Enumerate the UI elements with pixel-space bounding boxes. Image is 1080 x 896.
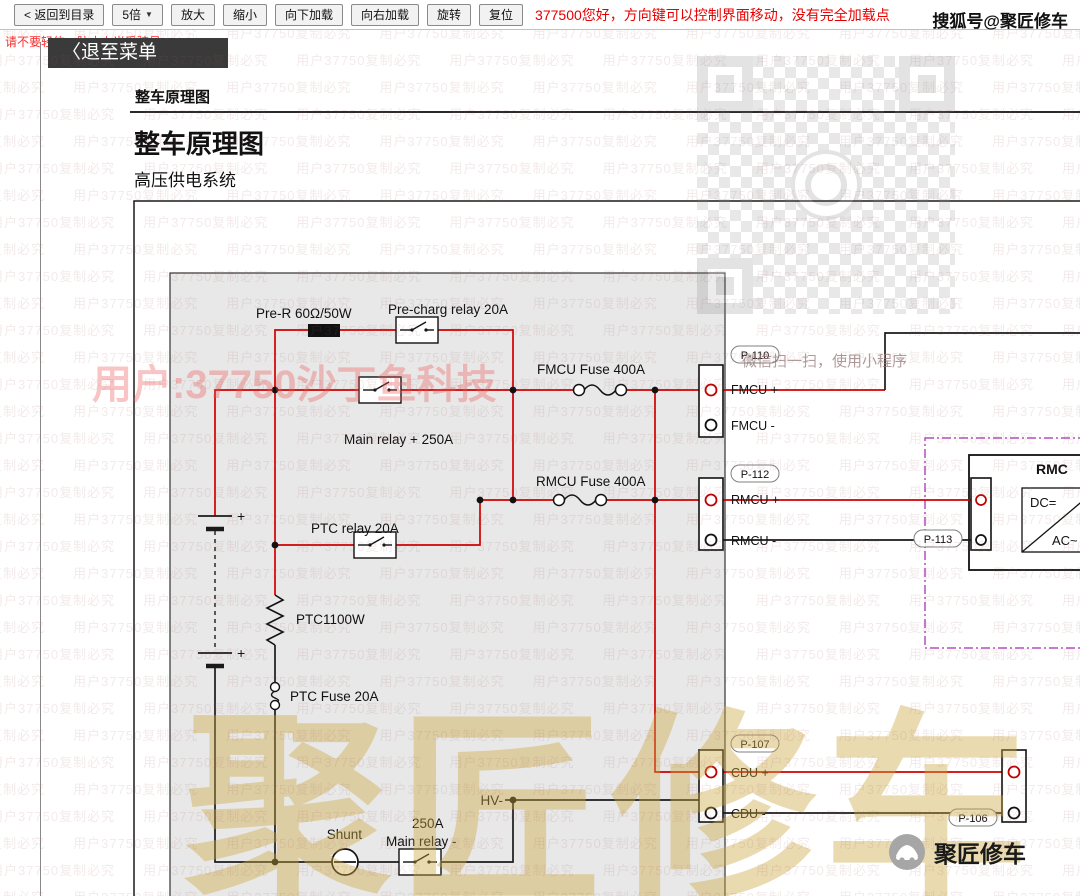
connector-p106 (1001, 749, 1027, 823)
label-relay250-amps: 250A (412, 816, 444, 831)
label-ptc-heater: PTC1100W (296, 612, 365, 627)
shunt-symbol (331, 848, 359, 876)
label-rmcu-fuse: RMCU Fuse 400A (536, 474, 646, 489)
zoom-in-button[interactable]: 放大 (170, 3, 215, 26)
fmcu-fuse-symbol (572, 382, 628, 398)
qr-finder-icon (697, 56, 753, 112)
brand-logo-icon (889, 834, 925, 870)
load-right-button[interactable]: 向右加载 (351, 3, 420, 26)
pill-p113: P-113 (924, 534, 953, 546)
toolbar: < 返回到目录 5倍 ▼ 放大 缩小 向下加载 向右加载 旋转 复位 37750… (0, 0, 1080, 30)
ac-label: AC~ (1052, 533, 1078, 548)
battery-pack-panel (169, 272, 726, 896)
main-relay-minus-symbol (398, 848, 442, 876)
ptc-fuse-symbol (269, 681, 281, 711)
label-rmcu-minus: RMCU - (731, 534, 776, 548)
chevron-down-icon: ▼ (145, 10, 153, 19)
qr-finder-icon (899, 56, 955, 112)
pill-p107: P-107 (740, 739, 769, 751)
label-fmcu-fuse: FMCU Fuse 400A (537, 362, 645, 377)
rmc-inverter-box: RMC DC= AC~ (968, 454, 1080, 571)
junction-dots (271, 386, 659, 866)
label-cdu-plus: CDU + (731, 766, 769, 780)
pre-resistor-symbol (308, 324, 340, 337)
hv-power-schematic: RMC DC= AC~ (133, 200, 1080, 896)
brand-logo: 聚匠修车 (888, 833, 1026, 871)
status-message: 377500您好，方向键可以控制界面移动，没有完全加载点 (535, 6, 890, 23)
rmc-title: RMC (1036, 461, 1068, 477)
left-border (40, 42, 41, 896)
ptc-relay-symbol (353, 531, 397, 559)
page-title: 整车原理图 (134, 129, 265, 159)
label-ptc-relay: PTC relay 20A (311, 521, 399, 536)
dc-label: DC= (1030, 495, 1056, 510)
connector-rmcu (698, 477, 724, 551)
label-fmcu-plus: FMCU + (731, 383, 778, 397)
connector-id-pills: P-110 P-112 P-113 P-107 P-106 (730, 345, 998, 827)
page-subtitle: 高压供电系统 (134, 171, 236, 190)
label-cdu-minus: CDU - (731, 807, 766, 821)
label-shunt: Shunt (327, 827, 363, 842)
connector-fmcu (698, 364, 724, 438)
label-pre-r: Pre-R 60Ω/50W (256, 306, 352, 321)
label-relay250-name: Main relay - (386, 834, 457, 849)
label-pre-charge-relay: Pre-charg relay 20A (388, 302, 508, 317)
label-rmcu-plus: RMCU + (731, 493, 779, 507)
load-down-button[interactable]: 向下加载 (274, 3, 343, 26)
pill-p112: P-112 (741, 469, 770, 481)
brand-logo-text: 聚匠修车 (934, 841, 1026, 867)
connector-rmc-side (970, 477, 992, 551)
back-to-catalog-button[interactable]: < 返回到目录 (14, 3, 105, 26)
battery-plus-top-label: + (237, 508, 245, 524)
rmcu-fuse-symbol (552, 492, 608, 508)
reset-button[interactable]: 复位 (479, 3, 524, 26)
label-ptc-fuse: PTC Fuse 20A (290, 689, 379, 704)
label-main-relay-plus: Main relay + 250A (344, 432, 453, 447)
schematic-viewport[interactable]: RMC DC= AC~ (133, 200, 1080, 896)
rotate-button[interactable]: 旋转 (427, 3, 472, 26)
back-to-menu-button[interactable]: 〈退至菜单 (48, 38, 228, 68)
battery-symbol (198, 515, 232, 669)
zoom-level-select[interactable]: 5倍 ▼ (112, 3, 163, 26)
divider (130, 111, 1080, 113)
pill-p110: P-110 (741, 350, 770, 362)
breadcrumb-title: 整车原理图 (135, 89, 211, 106)
sohu-watermark-badge: 搜狐号@聚匠修车 (932, 12, 1068, 31)
main-relay-plus-symbol (358, 376, 402, 404)
battery-plus-bottom-label: + (237, 645, 245, 661)
zoom-level-value: 5倍 (122, 8, 142, 22)
pre-charge-relay-symbol (395, 316, 439, 344)
pill-p106: P-106 (958, 813, 987, 825)
label-fmcu-minus: FMCU - (731, 419, 775, 433)
ptc-heater-symbol (265, 594, 285, 646)
connector-cdu (698, 749, 724, 823)
zoom-out-button[interactable]: 缩小 (222, 3, 267, 26)
label-hv-minus: HV- (480, 793, 503, 808)
